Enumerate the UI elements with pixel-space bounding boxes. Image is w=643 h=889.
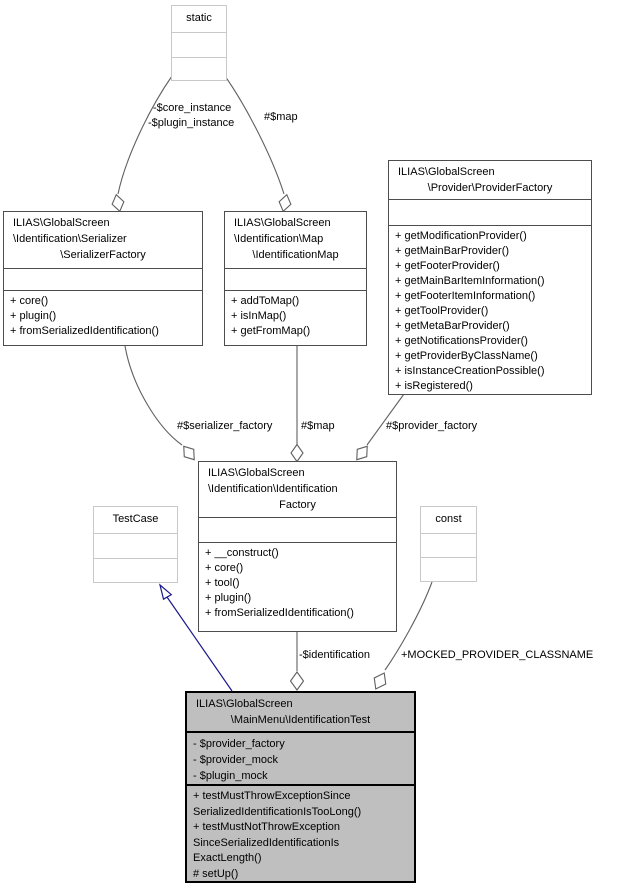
class-node-serializer-factory[interactable]: ILIAS\GlobalScreen \Identification\Seria… xyxy=(3,211,203,346)
class-title-line: \MainMenu\IdentificationTest xyxy=(230,714,371,726)
method-label: + getFromMap() xyxy=(231,325,311,337)
method-label: + plugin() xyxy=(205,592,252,604)
class-title-line: \Identification\Identification xyxy=(208,483,338,495)
method-label: + testMustThrowExceptionSince xyxy=(193,790,351,802)
method-label: + getMetaBarProvider() xyxy=(395,320,510,332)
method-label: + __construct() xyxy=(205,547,279,559)
class-node-provider-factory[interactable]: ILIAS\GlobalScreen \Provider\ProviderFac… xyxy=(388,160,592,395)
class-title: ILIAS\GlobalScreen \Identification\Map \… xyxy=(225,212,366,268)
class-title-line: \Provider\ProviderFactory xyxy=(427,182,553,194)
edge-static-to-serializer xyxy=(117,75,173,195)
method-label: + addToMap() xyxy=(231,295,300,307)
aggregation-diamond xyxy=(278,193,292,213)
edge-label-mocked-provider-classname: +MOCKED_PROVIDER_CLASSNAME xyxy=(401,649,594,661)
methods-compartment: + core() + plugin() + fromSerializedIden… xyxy=(4,290,202,345)
method-label: SinceSerializedIdentificationIs xyxy=(193,836,340,849)
inheritance-arrowhead xyxy=(158,583,173,601)
class-node-identification-map[interactable]: ILIAS\GlobalScreen \Identification\Map \… xyxy=(224,211,367,346)
methods-compartment: + getModificationProvider() + getMainBar… xyxy=(389,225,591,394)
attribute-label: - $provider_mock xyxy=(193,754,278,766)
method-label: + getNotificationsProvider() xyxy=(395,335,528,347)
edge-provider-to-factory xyxy=(366,393,405,446)
attributes-compartment xyxy=(94,533,177,558)
method-label: + getFooterItemInformation() xyxy=(395,290,536,302)
method-label: + getModificationProvider() xyxy=(395,230,527,242)
class-title-line: ILIAS\GlobalScreen xyxy=(208,467,305,479)
method-label: + isInMap() xyxy=(231,310,287,322)
methods-compartment xyxy=(172,57,226,80)
class-node-static: static xyxy=(171,5,227,81)
attribute-label: - $provider_factory xyxy=(193,738,285,750)
class-title-line: ILIAS\GlobalScreen xyxy=(398,166,495,178)
edge-label-serializer-factory: #$serializer_factory xyxy=(177,420,273,432)
edge-serializer-to-factory xyxy=(124,345,183,446)
class-title: ILIAS\GlobalScreen \Identification\Seria… xyxy=(4,212,202,268)
class-title: static xyxy=(186,12,212,24)
attributes-compartment xyxy=(172,32,226,57)
class-title: ILIAS\GlobalScreen \Identification\Ident… xyxy=(199,462,396,517)
methods-compartment: + __construct() + core() + tool() + plug… xyxy=(199,542,396,631)
method-label: + testMustNotThrowException xyxy=(193,821,341,833)
method-label: + isRegistered() xyxy=(395,380,473,392)
method-label: + core() xyxy=(10,295,49,307)
aggregation-diamond xyxy=(356,445,368,461)
attributes-compartment xyxy=(421,533,476,557)
method-label: + getToolProvider() xyxy=(395,305,489,317)
inheritance-edge-test-to-testcase xyxy=(166,596,233,692)
class-title: TestCase xyxy=(112,513,159,525)
method-label: + fromSerializedIdentification() xyxy=(205,607,354,619)
aggregation-diamond xyxy=(289,671,305,691)
edge-label-plugin-instance: -$plugin_instance xyxy=(148,117,235,129)
class-title-line: \Identification\Serializer xyxy=(13,233,127,245)
class-title: const xyxy=(435,513,462,525)
class-node-identification-test: ILIAS\GlobalScreen \MainMenu\Identificat… xyxy=(185,691,416,883)
method-label: ExactLength() xyxy=(193,852,262,864)
method-label: + isInstanceCreationPossible() xyxy=(395,365,545,377)
class-title-line: \Identification\Map xyxy=(234,233,324,245)
attributes-compartment: - $provider_factory - $provider_mock - $… xyxy=(187,731,414,784)
attributes-compartment xyxy=(4,268,202,290)
method-label: + getFooterProvider() xyxy=(395,260,500,272)
class-title-line: ILIAS\GlobalScreen xyxy=(234,217,331,229)
edge-static-to-map xyxy=(224,75,285,195)
methods-compartment: + addToMap() + isInMap() + getFromMap() xyxy=(225,290,366,345)
methods-compartment: + testMustThrowExceptionSince Serialized… xyxy=(187,784,414,881)
method-label: + plugin() xyxy=(10,310,57,322)
edge-label-map-mid: #$map xyxy=(301,420,335,432)
methods-compartment xyxy=(421,557,476,581)
class-title-line: ILIAS\GlobalScreen xyxy=(13,217,110,229)
method-label: + getMainBarItemInformation() xyxy=(395,275,545,287)
attributes-compartment xyxy=(199,517,396,542)
method-label: SerializedIdentificationIsTooLong() xyxy=(193,805,362,818)
edge-label-map-top: #$map xyxy=(264,111,298,123)
aggregation-diamond xyxy=(373,672,387,690)
class-node-const: const xyxy=(420,506,477,582)
class-title: ILIAS\GlobalScreen \Provider\ProviderFac… xyxy=(389,161,591,199)
class-title-line: \IdentificationMap xyxy=(252,249,339,261)
class-title-line: ILIAS\GlobalScreen xyxy=(196,698,293,710)
edge-const-to-test xyxy=(384,581,433,671)
class-title-line: \SerializerFactory xyxy=(60,249,146,261)
method-label: + getMainBarProvider() xyxy=(395,245,510,257)
methods-compartment xyxy=(94,558,177,582)
attribute-label: - $plugin_mock xyxy=(193,770,268,782)
method-label: + fromSerializedIdentification() xyxy=(10,325,159,337)
attributes-compartment xyxy=(389,199,591,225)
attributes-compartment xyxy=(225,268,366,290)
method-label: + getProviderByClassName() xyxy=(395,350,538,362)
edge-label-identification: -$identification xyxy=(299,649,370,661)
aggregation-diamond xyxy=(111,193,125,213)
class-title: ILIAS\GlobalScreen \MainMenu\Identificat… xyxy=(187,693,414,731)
method-label: + tool() xyxy=(205,577,240,589)
aggregation-diamond xyxy=(183,445,195,461)
class-node-identification-factory[interactable]: ILIAS\GlobalScreen \Identification\Ident… xyxy=(198,461,397,632)
method-label: # setUp() xyxy=(193,867,239,880)
edge-label-core-instance: -$core_instance xyxy=(153,102,232,114)
class-node-testcase: TestCase xyxy=(93,506,178,583)
aggregation-diamond xyxy=(290,443,304,463)
class-title-line: Factory xyxy=(279,499,316,511)
method-label: + core() xyxy=(205,562,244,574)
edge-label-provider-factory: #$provider_factory xyxy=(386,420,478,432)
